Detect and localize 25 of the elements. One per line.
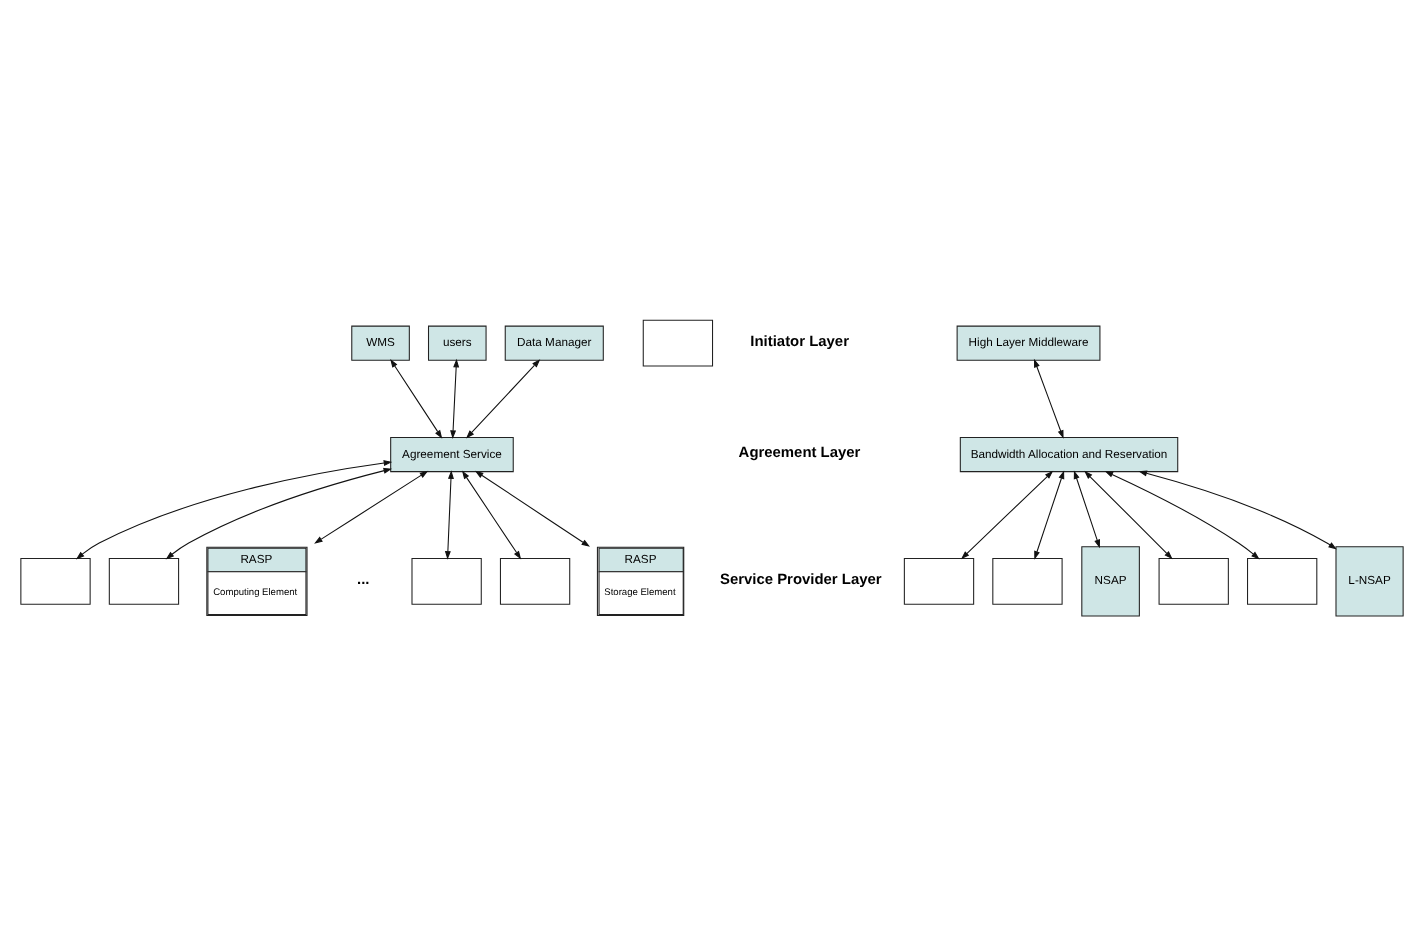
arrow [1073,469,1100,548]
arrow [75,459,393,559]
arrow [444,469,454,559]
arrow [165,466,393,559]
node-box [642,318,714,366]
arrow [1084,469,1173,559]
arrow [466,358,541,438]
arrow [314,469,429,543]
arrow [1034,469,1065,559]
node-box [903,556,975,604]
arrow [1138,469,1337,549]
node-box [411,556,482,604]
node-box [499,556,571,604]
node-box [20,556,91,604]
arrow [1104,470,1260,559]
node-box [992,556,1063,604]
arrow [450,357,460,438]
node-box [108,556,180,604]
node-box [1158,556,1229,604]
arrow [960,469,1054,559]
arrow [390,358,443,438]
node-box [1247,556,1318,604]
arrow [474,469,590,546]
arrow [461,469,522,559]
arrow [1033,357,1064,438]
